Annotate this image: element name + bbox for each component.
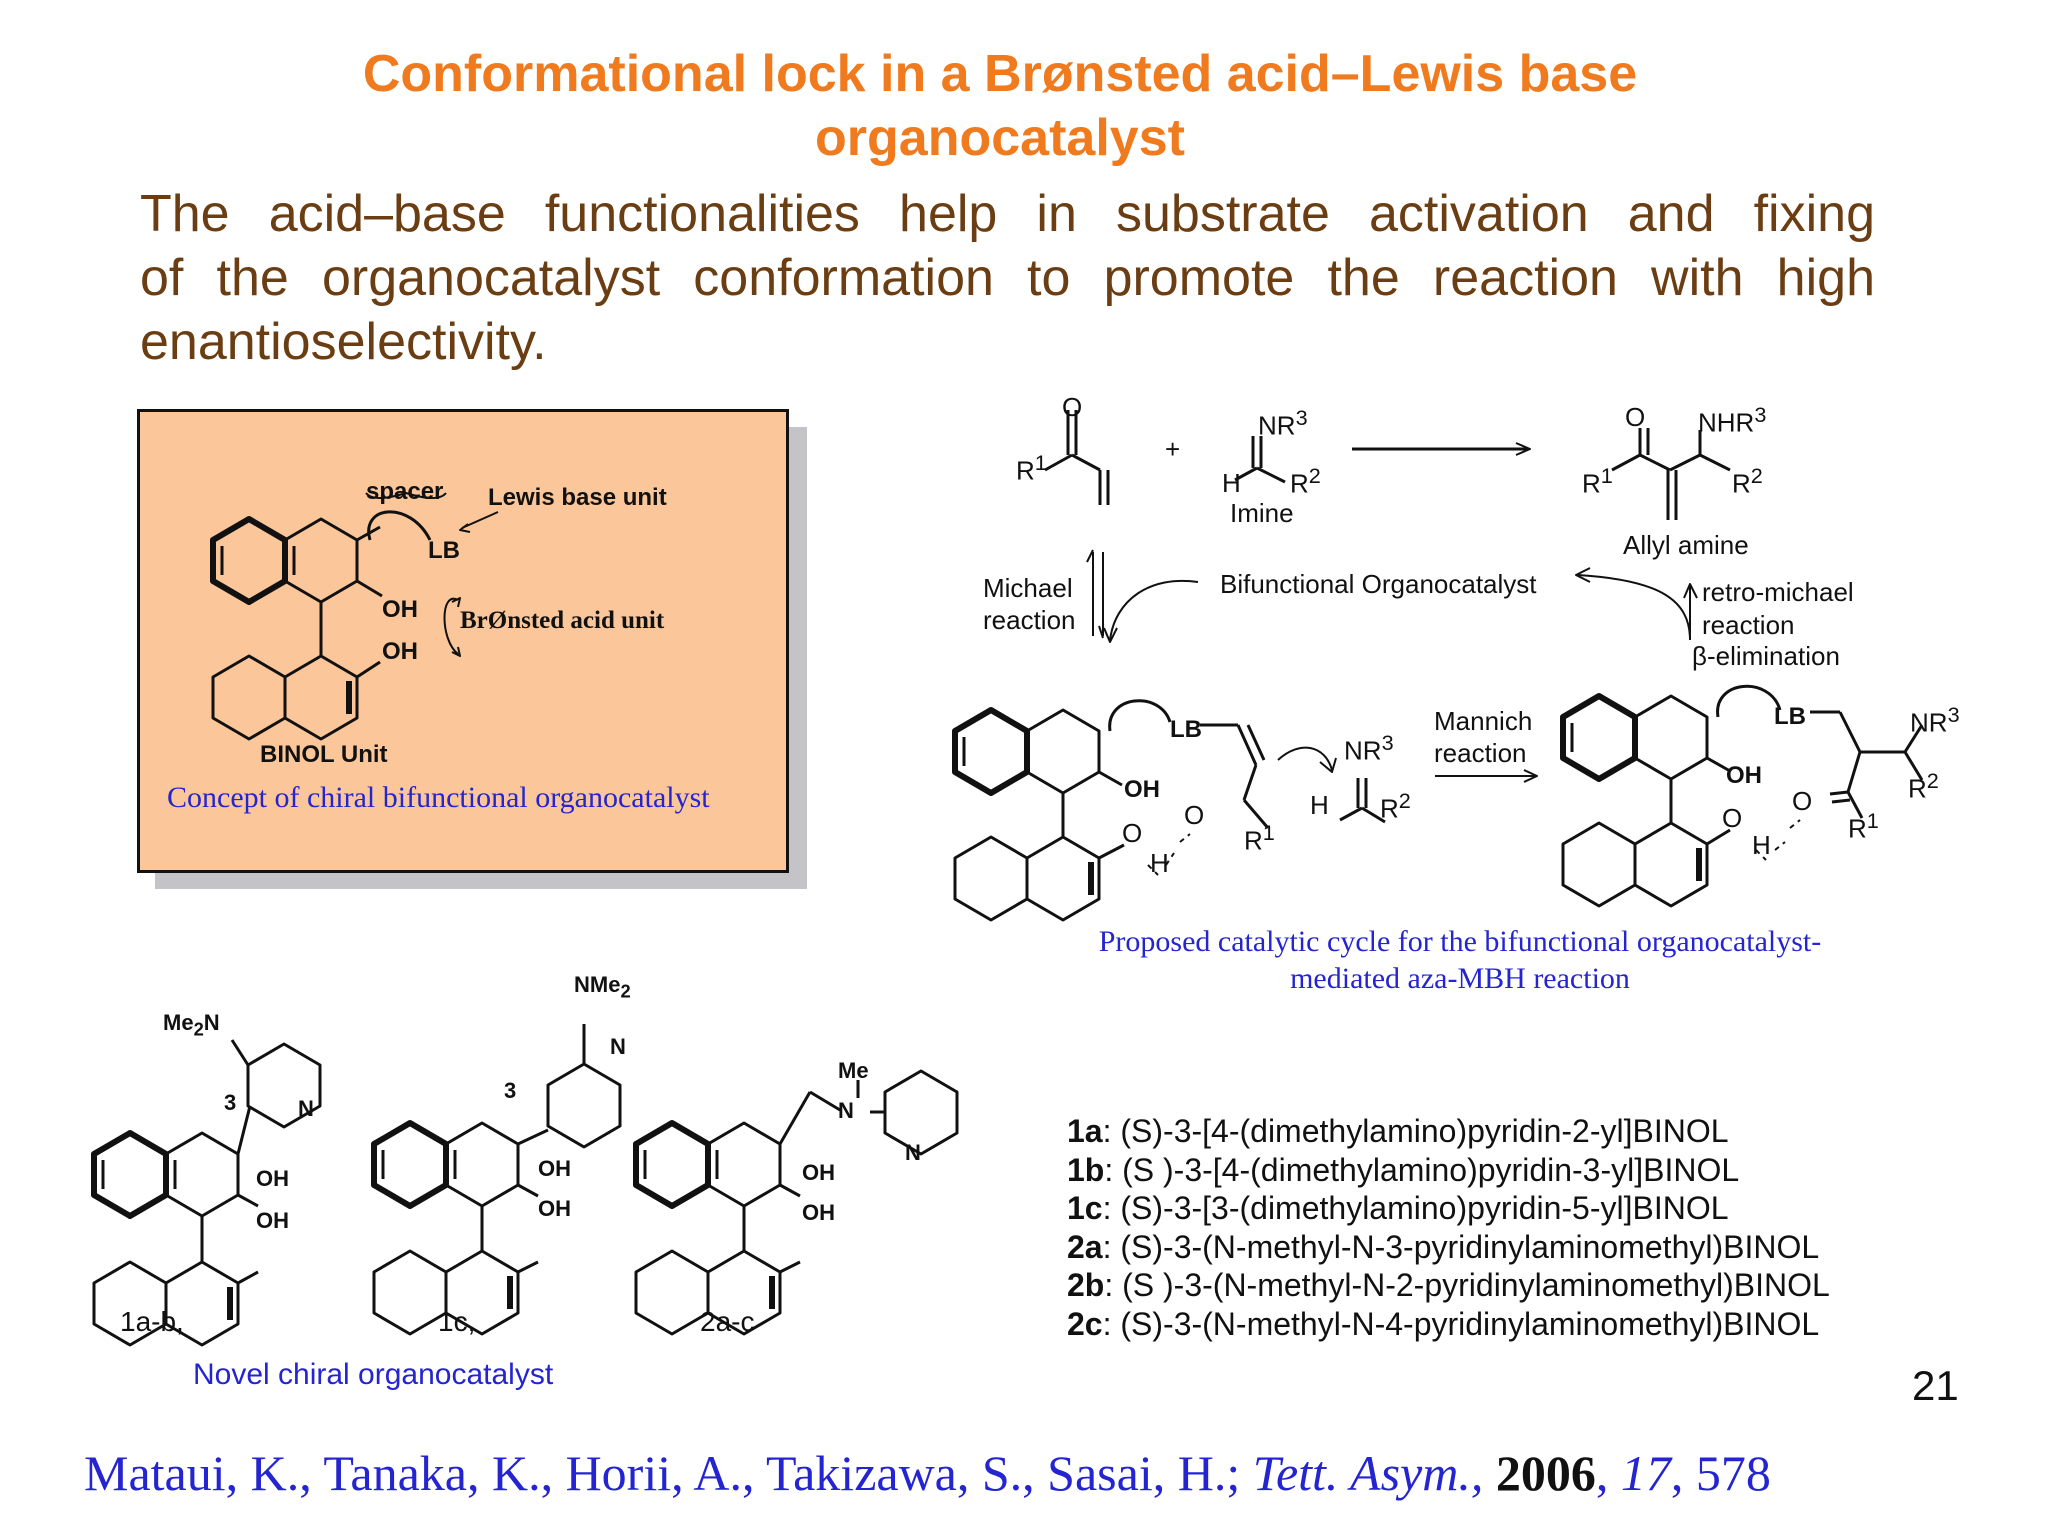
retro-label-1: retro-michael [1702,577,1854,607]
concept-spacer-label: spacer [366,478,444,505]
product-nhr3-label: NHR3 [1698,402,1767,438]
novel-2ac-label: 2a-c [700,1306,755,1337]
cycle-imine-h-label: H [1310,790,1329,820]
product-r1-label: R1 [1582,463,1613,499]
list-item: 2c: (S)-3-(N-methyl-N-4-pyridinylaminome… [1067,1305,1820,1342]
novel-1ab-oh-lower: OH [256,1208,289,1233]
michael-label-1: Michael [983,573,1073,603]
cycle-curved-arrow [1277,746,1333,771]
cycle-right-nr3-label: NR3 [1910,702,1960,738]
cycle-left-h-label: H [1150,848,1169,878]
concept-box [137,409,789,873]
concept-lewis-base-label: Lewis base unit [488,484,667,511]
imine-nr3-label: NR3 [1258,405,1308,441]
cycle-right-r1-label: R1 [1848,808,1879,844]
novel-2ac-n-label: N [838,1098,854,1123]
list-item: 1a: (S)-3-[4-(dimethylamino)pyridin-2-yl… [1067,1113,1729,1149]
concept-bronsted-label: BrØnsted acid unit [460,607,665,634]
retro-label-3: β-elimination [1692,641,1840,671]
page-number: 21 [1912,1362,1959,1409]
slide-title-line-2: organocatalyst [815,109,1185,167]
cycle-right-o-h-label: O [1722,803,1743,833]
novel-1c-oh-upper: OH [538,1156,571,1181]
enone-r1-label: R1 [1016,450,1047,486]
novel-1c-nme2-label: NMe2 [574,972,631,1002]
novel-1c-n-label: N [610,1034,626,1059]
cycle-right-oh-label: OH [1726,762,1762,789]
novel-1ab-position-label: 3 [224,1090,237,1115]
novel-2ac-me-label: Me [838,1058,869,1083]
plus-sign: + [1165,434,1181,464]
cycle-imine-structure [1339,778,1386,824]
intro-line-2: of the organocatalyst conformation to pr… [140,249,1875,307]
list-item: 1b: (S )-3-[4-(dimethylamino)pyridin-3-y… [1067,1151,1740,1188]
retro-label-2: reaction [1702,610,1795,640]
intro-line-3: enantioselectivity. [140,313,547,371]
novel-1c-position-label: 3 [504,1078,517,1103]
compound-list: 1a: (S)-3-[4-(dimethylamino)pyridin-2-yl… [1067,1112,1830,1343]
imine-structure [1234,436,1286,484]
cycle-right-o-label: O [1792,786,1813,816]
enone-structure [1044,410,1110,505]
michael-label-2: reaction [983,605,1076,635]
concept-binol-label: BINOL Unit [260,741,388,768]
imine-r2-label: R2 [1290,463,1321,499]
structure-1ab [91,1039,322,1347]
imine-label: Imine [1230,498,1294,528]
cycle-caption-line-2: mediated aza-MBH reaction [1290,962,1630,995]
mannich-label-2: reaction [1434,738,1527,768]
concept-oh-upper: OH [382,596,418,623]
cycle-left-o-label: O [1122,818,1143,848]
product-r2-label: R2 [1732,463,1763,499]
novel-1c-label: 1c, [438,1306,476,1337]
cycle-right-binol [1560,685,1924,908]
structure-2ac [633,1069,959,1336]
novel-1ab-label: 1a-b, [120,1306,184,1337]
allyl-amine-label: Allyl amine [1623,530,1749,560]
cycle-caption-line-1: Proposed catalytic cycle for the bifunct… [1098,925,1822,958]
novel-caption: Novel chiral organocatalyst [193,1358,554,1391]
cycle-right-lb-label: LB [1774,703,1806,730]
concept-lb-label: LB [428,537,460,564]
novel-1ab-oh-upper: OH [256,1166,289,1191]
cycle-right-r2-label: R2 [1908,768,1939,804]
novel-2ac-oh-upper: OH [802,1160,835,1185]
concept-binol-structure [210,492,499,741]
cycle-left-r1-label: R1 [1244,820,1275,856]
cycle-left-lb-label: LB [1170,716,1202,743]
reference-citation: Mataui, K., Tanaka, K., Horii, A., Takiz… [84,1445,1771,1501]
cycle-left-oh-label: OH [1124,776,1160,803]
slide-title-line-1: Conformational lock in a Brønsted acid–L… [362,45,1638,103]
cycle-imine-r2-label: R2 [1380,788,1411,824]
concept-caption: Concept of chiral bifunctional organocat… [167,781,710,814]
intro-line-1: The acid–base functionalities help in su… [140,185,1875,243]
cycle-left-o-minus-label: O [1184,800,1205,830]
novel-1ab-n-label: N [298,1096,314,1121]
mannich-label-1: Mannich [1434,706,1533,736]
novel-1c-oh-lower: OH [538,1196,571,1221]
list-item: 2a: (S)-3-(N-methyl-N-3-pyridinylaminome… [1067,1228,1820,1265]
cycle-right-h-label: H [1752,830,1771,860]
product-o-label: O [1625,402,1646,432]
cycle-imine-nr3-label: NR3 [1344,730,1394,766]
list-item: 2b: (S )-3-(N-methyl-N-2-pyridinylaminom… [1067,1267,1830,1303]
novel-2ac-oh-lower: OH [802,1200,835,1225]
imine-h-label: H [1222,468,1241,498]
list-item: 1c: (S)-3-[3-(dimethylamino)pyridin-5-yl… [1067,1190,1729,1226]
novel-1ab-me2n-label: Me2N [163,1010,220,1040]
enone-o-label: O [1062,392,1083,422]
concept-oh-lower: OH [382,638,418,665]
cycle-left-binol [952,699,1270,922]
allyl-amine-structure [1611,428,1731,520]
structure-1c [371,1024,622,1336]
novel-2ac-pyridine-n-label: N [905,1140,921,1165]
bifunctional-label: Bifunctional Organocatalyst [1220,569,1537,599]
